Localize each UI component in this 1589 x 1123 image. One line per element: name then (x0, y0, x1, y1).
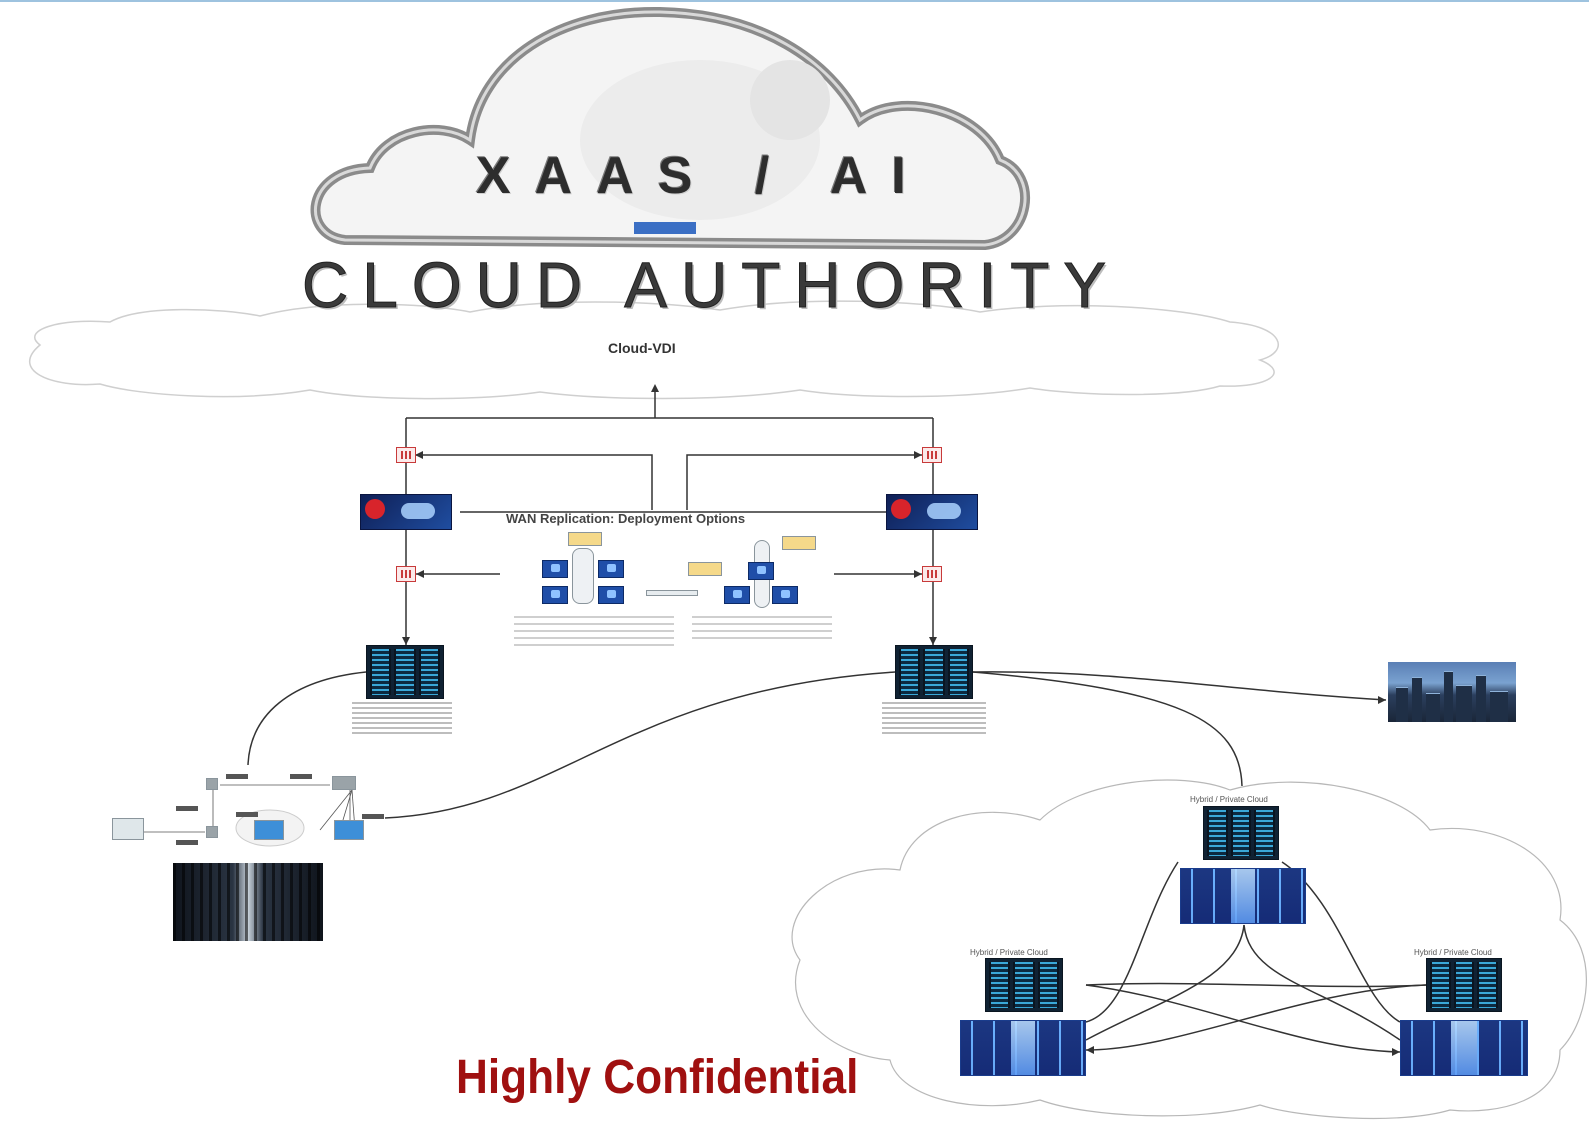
wan-replication-title: WAN Replication: Deployment Options (506, 511, 746, 526)
top-border (0, 0, 1589, 2)
server-rack-icon (895, 645, 973, 699)
f5-appliance-icon (360, 494, 452, 530)
link-label (176, 840, 198, 845)
cluster-node-icon (542, 560, 568, 578)
link-bar-icon (646, 590, 698, 596)
data-hall-icon (1180, 868, 1306, 924)
link-label (290, 774, 312, 779)
cluster-node-icon (598, 560, 624, 578)
vdi-cloud-icon (28, 300, 1279, 400)
server-rack-icon (1203, 806, 1279, 860)
datacenter-photo (173, 863, 323, 941)
router-icon (206, 778, 218, 790)
link-label (226, 774, 248, 779)
rack-notes-right (882, 702, 986, 736)
logo-title: CLOUD AUTHORITY (301, 249, 1121, 322)
cloud-vdi-label: Cloud-VDI (608, 340, 676, 356)
replication-node-icon (782, 536, 816, 550)
wan-notes-left (514, 616, 674, 648)
server-rack-icon (366, 645, 444, 699)
city-skyline-photo (1388, 662, 1516, 722)
server-rack-icon (1426, 958, 1502, 1012)
link-label (362, 814, 384, 819)
cluster-node-icon (748, 562, 774, 580)
cluster-node-icon (724, 586, 750, 604)
router-icon (206, 826, 218, 838)
connector-lines (247, 388, 1427, 1053)
f5-appliance-icon (886, 494, 978, 530)
cluster-node-icon (542, 586, 568, 604)
hybrid-cloud-label: Hybrid / Private Cloud (1190, 795, 1268, 804)
firewall-icon (396, 447, 416, 463)
data-hall-icon (960, 1020, 1086, 1076)
hybrid-cloud-label: Hybrid / Private Cloud (1414, 948, 1492, 957)
cluster-node-icon (598, 586, 624, 604)
replication-node-icon (568, 532, 602, 546)
cluster-node-icon (772, 586, 798, 604)
firewall-icon (396, 566, 416, 582)
logo-subtitle: XAAS / AI (476, 147, 930, 205)
target-storage-icon (334, 820, 364, 840)
cloud-storage-icon (254, 820, 284, 840)
storage-icon (572, 548, 594, 604)
firewall-icon (922, 447, 942, 463)
link-label (236, 812, 258, 817)
link-label (176, 806, 198, 811)
hybrid-cloud-icon (791, 779, 1587, 1120)
wan-notes-right (692, 616, 832, 642)
confidential-label: Highly Confidential (456, 1051, 859, 1104)
data-hall-icon (1400, 1020, 1528, 1076)
replication-node-icon (688, 562, 722, 576)
router-icon (332, 776, 356, 790)
hybrid-cloud-label: Hybrid / Private Cloud (970, 948, 1048, 957)
server-rack-icon (985, 958, 1063, 1012)
source-server-icon (112, 818, 144, 840)
firewall-icon (922, 566, 942, 582)
rack-notes-left (352, 702, 452, 736)
